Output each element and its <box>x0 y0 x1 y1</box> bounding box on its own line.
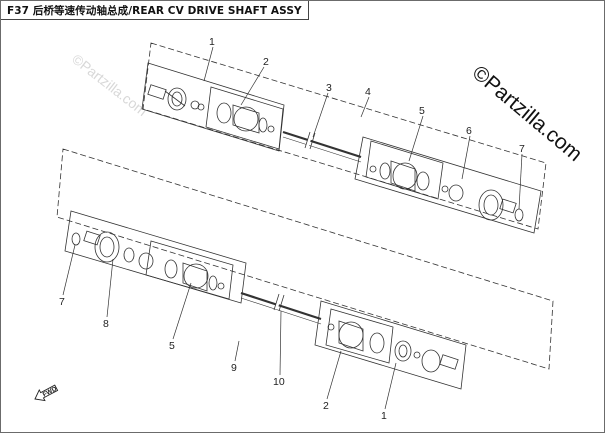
leader-lines <box>62 46 523 410</box>
top-left-boot <box>216 102 275 134</box>
bottom-assembly-frame <box>56 148 554 370</box>
callout-4: 4 <box>365 86 371 98</box>
bottom-left-cv-joint <box>71 230 154 270</box>
callout-3: 3 <box>326 82 332 94</box>
bottom-left-boot-box <box>145 240 234 300</box>
watermark-faint: ©Partzilla.com <box>69 51 150 119</box>
fwd-direction-arrow: FWD <box>34 384 58 402</box>
bottom-left-subassembly-box <box>64 210 247 304</box>
top-right-cv-joint <box>441 184 524 222</box>
top-left-subassembly-box <box>141 62 285 152</box>
bottom-right-boot <box>327 320 385 354</box>
diagram-title-box: F37 后桥等速传动轴总成/REAR CV DRIVE SHAFT ASSY <box>1 1 309 20</box>
callout-labels: 1 2 3 4 5 6 7 7 8 5 9 10 2 1 <box>59 36 525 422</box>
top-assembly-frame <box>142 42 547 230</box>
callout-2-bottom: 2 <box>323 400 329 412</box>
callout-6: 6 <box>466 125 472 137</box>
top-left-cv-joint <box>147 84 205 111</box>
bottom-right-cv-joint <box>394 340 459 373</box>
callout-5-top: 5 <box>419 105 425 117</box>
diagram-title: F37 后桥等速传动轴总成/REAR CV DRIVE SHAFT ASSY <box>7 4 302 17</box>
bottom-shaft <box>240 291 322 325</box>
top-right-boot-box <box>365 140 444 200</box>
bottom-right-boot-box <box>325 308 394 364</box>
top-left-boot-box <box>205 86 284 150</box>
top-right-boot <box>369 160 430 192</box>
callout-2-top: 2 <box>263 56 269 68</box>
bottom-right-subassembly-box <box>314 300 467 390</box>
callout-8: 8 <box>103 318 109 330</box>
watermark-main: ©Partzilla.com <box>468 61 587 166</box>
callout-1-bottom: 1 <box>381 410 387 422</box>
bottom-left-boot <box>164 259 225 292</box>
callout-9: 9 <box>231 362 237 374</box>
top-right-subassembly-box <box>354 136 542 234</box>
bottom-assembly <box>56 148 554 390</box>
callout-5-bottom: 5 <box>169 340 175 352</box>
callout-1-top: 1 <box>209 36 215 48</box>
callout-10: 10 <box>273 376 285 388</box>
callout-7-top: 7 <box>519 143 525 155</box>
callout-7-bottom: 7 <box>59 296 65 308</box>
top-shaft <box>282 130 362 163</box>
